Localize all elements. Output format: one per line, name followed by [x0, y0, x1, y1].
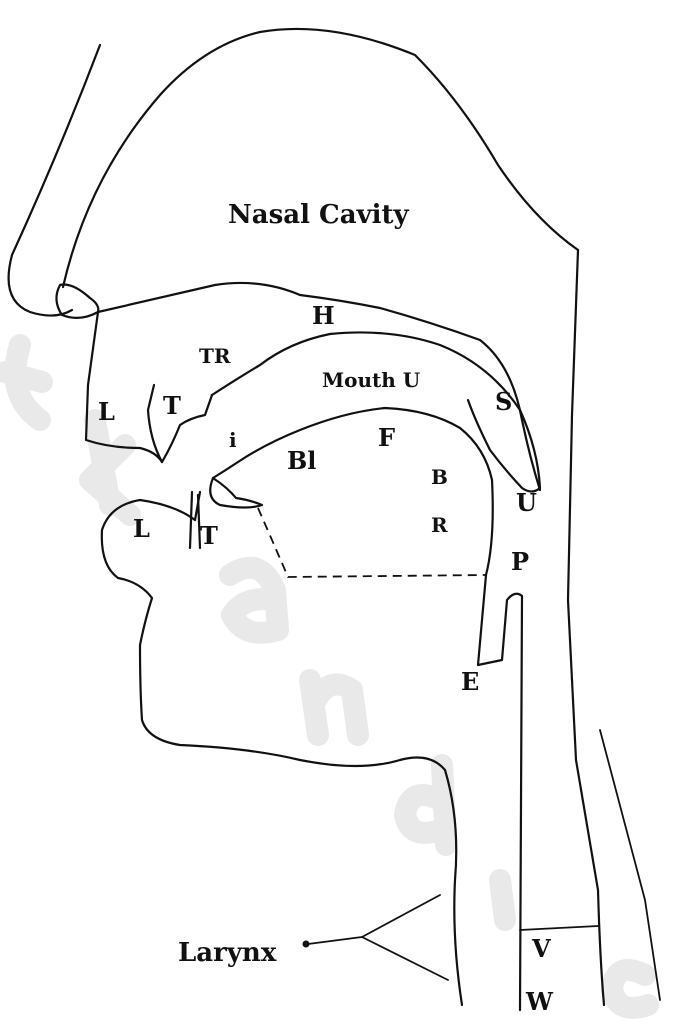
roof-of-mouth — [212, 332, 540, 491]
larynx-pointer — [303, 895, 449, 980]
label-h: H — [312, 301, 335, 330]
tongue-outline — [213, 408, 522, 1010]
label-v: V — [531, 934, 551, 963]
label-e: E — [461, 667, 479, 696]
label-p: P — [511, 547, 529, 576]
nose-outline — [9, 45, 100, 316]
lower-lip-chin — [102, 492, 462, 1005]
label-larynx: Larynx — [178, 938, 277, 968]
label-nasal-cavity: Nasal Cavity — [228, 200, 410, 230]
vocal-fold-line — [520, 926, 598, 930]
label-mouth-u: Mouth U — [322, 368, 420, 392]
tongue-body-dashed — [258, 508, 486, 577]
label-u: U — [516, 488, 537, 517]
label-w: W — [525, 987, 554, 1016]
label-i: i — [229, 428, 237, 452]
label-s: S — [495, 387, 512, 416]
nasal-cavity-outline — [63, 29, 578, 287]
label-b: B — [431, 465, 448, 489]
posterior-pharyngeal-wall — [568, 250, 604, 1005]
tongue-tip — [210, 478, 262, 508]
label-t-lower: T — [200, 521, 218, 550]
label-tr: TR — [199, 344, 231, 368]
label-r: R — [431, 513, 448, 537]
label-bl: Bl — [287, 446, 316, 475]
label-t-upper: T — [163, 391, 181, 420]
label-l-upper: L — [98, 397, 115, 426]
label-l-lower: L — [133, 514, 150, 543]
label-f: F — [378, 423, 395, 452]
